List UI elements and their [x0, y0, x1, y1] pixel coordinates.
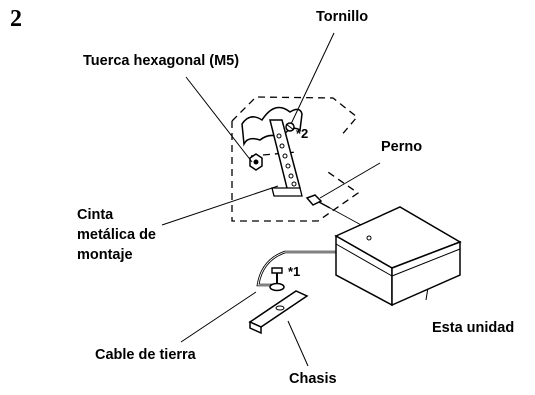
label-cable-de-tierra: Cable de tierra — [95, 347, 196, 363]
hex-nut — [249, 153, 263, 171]
label-tornillo: Tornillo — [316, 9, 369, 25]
label-cinta-line3: montaje — [77, 247, 133, 263]
leader-lines — [161, 32, 431, 367]
chassis — [248, 290, 309, 335]
label-esta-unidad: Esta unidad — [432, 320, 515, 336]
label-tuerca-hexagonal: Tuerca hexagonal (M5) — [83, 53, 240, 69]
bolt — [305, 194, 331, 209]
dashed-frame — [231, 121, 360, 222]
screw-top — [285, 122, 295, 132]
dashed-frame-top — [231, 96, 358, 138]
label-cinta-line1: Cinta — [77, 207, 114, 223]
ground-screw — [269, 267, 285, 292]
note-marker-2: *2 — [296, 126, 309, 141]
label-chasis: Chasis — [289, 371, 337, 387]
note-marker-1: *1 — [288, 264, 301, 279]
step-number: 2 — [10, 6, 22, 32]
label-cinta-line2: metálica de — [77, 227, 156, 243]
mounting-strap-fold — [271, 187, 303, 197]
label-perno: Perno — [381, 139, 423, 155]
unit-box-face-lines — [335, 235, 461, 277]
unit-box — [334, 206, 462, 307]
